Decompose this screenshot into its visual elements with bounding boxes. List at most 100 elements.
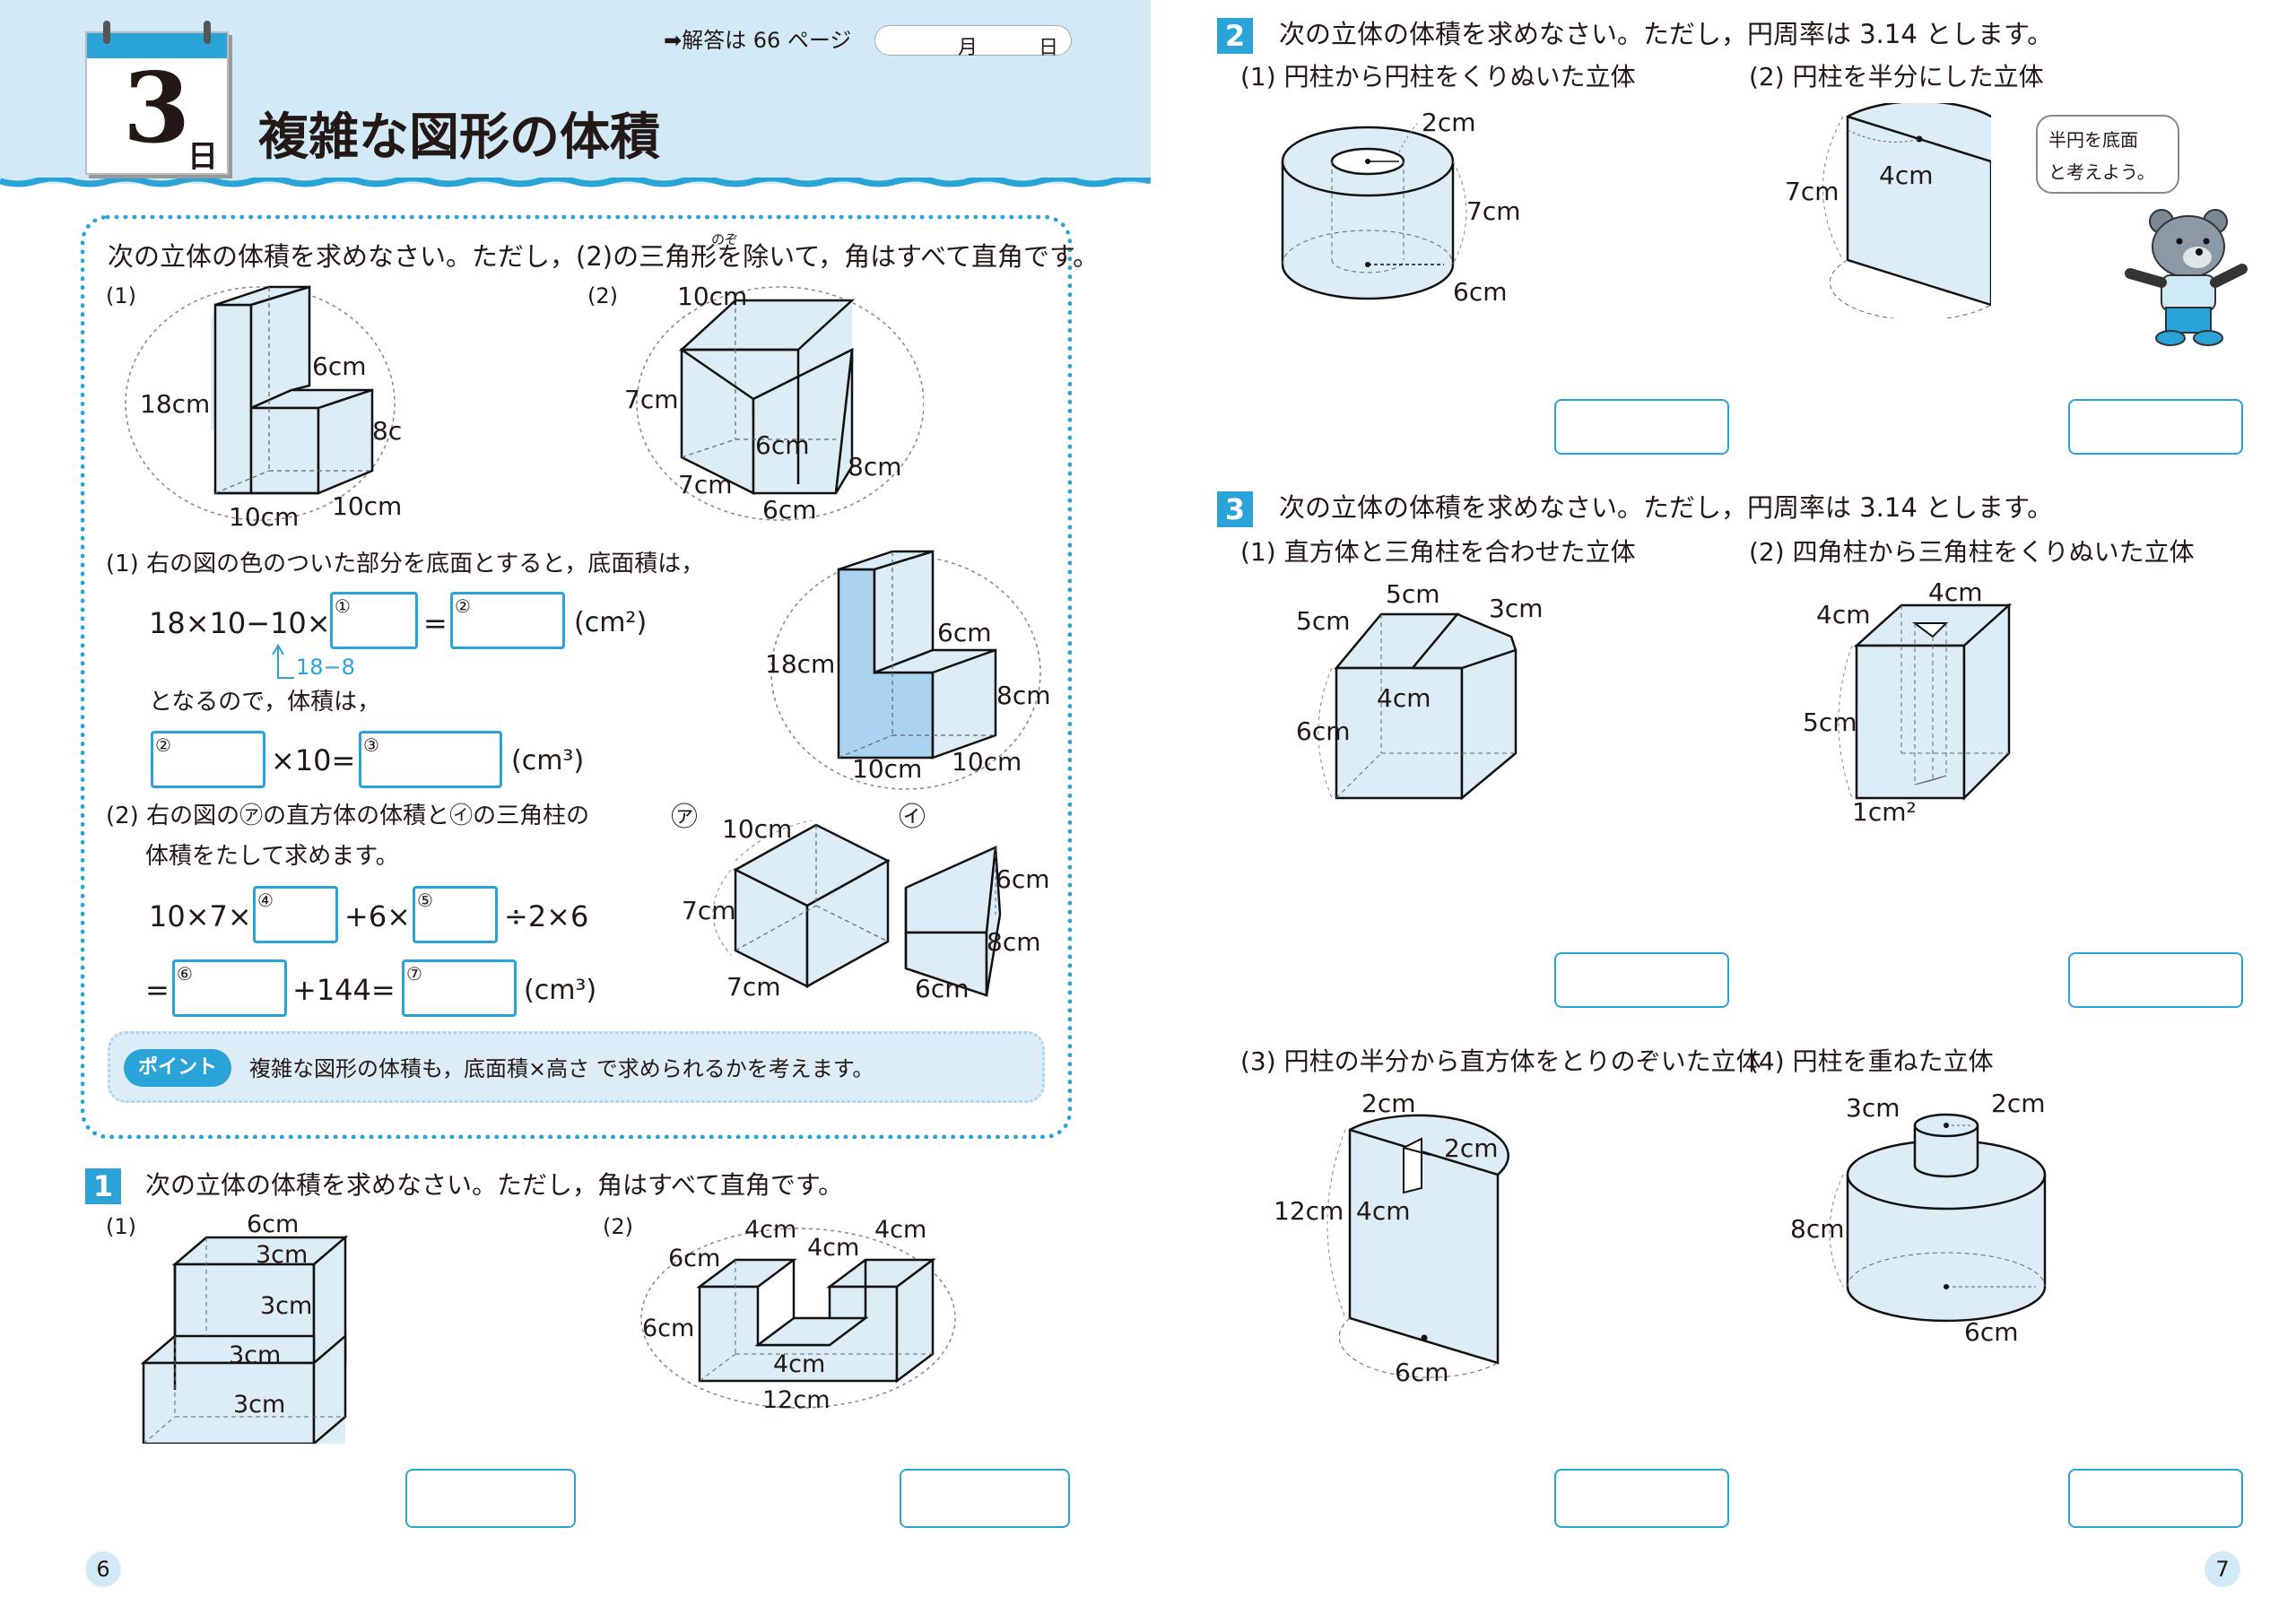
q3-number-badge: 3 [1217,491,1253,527]
dimension-label: 8cm [1790,1214,1844,1244]
answer-box-1[interactable]: ① [330,592,418,649]
q3-answer-box-2[interactable] [2068,952,2243,1008]
answer-box-4[interactable]: ④ [253,886,338,943]
header-brush-edge [0,178,1151,187]
answer-box-3[interactable]: ③ [359,731,502,788]
dimension-label: 6cm [755,430,809,460]
dimension-label: 4cm [874,1216,926,1244]
part2-plus144: +144= [292,973,396,1007]
q1-answer-box-1[interactable] [405,1469,576,1528]
q1-instruction: 次の立体の体積を求めなさい。ただし，角はすべて直角です。 [145,1170,844,1200]
label-i: ㋑ [899,802,926,833]
q3-answer-box-4[interactable] [2068,1469,2243,1528]
dimension-label: 3cm [1489,594,1543,623]
dimension-label: 5cm [1296,606,1350,636]
dimension-label: 8cm [848,452,901,482]
example-frame [81,215,1072,1139]
part2-div: ÷2×6 [504,899,589,933]
q1-part1-num: (1) [106,1214,136,1239]
ex1-dim-10a: 10cm [229,502,299,529]
example-fig1-num: (1) [106,283,136,308]
answer-box-6[interactable]: ⑥ [172,959,287,1017]
dimension-label: 2cm [1422,108,1475,137]
answer-box-7[interactable]: ⑦ [402,959,517,1017]
dimension-label: 18cm [765,649,835,679]
part1-text: (1) 右の図の色のついた部分を底面とすると，底面積は， [106,551,705,577]
answer-box-2b[interactable]: ② [151,731,265,788]
dimension-label: 7cm [682,896,735,925]
dimension-label: 5cm [1803,707,1857,737]
dimension-label: 12cm [762,1386,831,1414]
dimension-label: 7cm [1466,196,1520,226]
dimension-label: 5cm [1386,583,1439,609]
part2-formula-a: 10×7× [149,899,252,933]
dimension-label: 7cm [1785,177,1839,206]
part2-text2: 体積をたして求めます。 [145,843,399,870]
q3-part2-label: (2) 四角柱から三角柱をくりぬいた立体 [1749,537,2195,567]
dimension-label: 8cm [987,927,1040,957]
q3-part1-label: (1) 直方体と三角柱を合わせた立体 [1240,537,1636,567]
q3-fig4-stacked-cylinders: 3cm 2cm 8cm 6cm [1790,1089,2047,1347]
dimension-label: 4cm [1816,600,1870,629]
part1-eq: = [423,606,448,640]
dimension-label: 10cm [677,282,747,311]
part1-hint: 18−8 [296,655,355,680]
q3-answer-box-3[interactable] [1554,1469,1729,1528]
dimension-label: 2cm [1991,1089,2045,1118]
hint-arrow [272,644,294,679]
q3-answer-box-1[interactable] [1554,952,1729,1008]
date-field[interactable]: 月 日 [874,25,1072,59]
dimension-label: 4cm [1928,583,1982,607]
example-fig2-num: (2) [587,283,618,308]
point-badge: ポイント [124,1049,231,1087]
unit-cm3-a: (cm³) [511,745,585,777]
dimension-label: 3cm [229,1341,281,1369]
dimension-label: 3cm [233,1391,285,1419]
point-text: 複雑な図形の体積も，底面積×高さ で求められるかを考えます。 [249,1056,874,1081]
dimension-label: 6cm [996,864,1049,894]
q2-fig1-hollow-cylinder: 2cm 7cm 6cm [1281,108,1520,307]
answer-box-2a[interactable]: ② [450,592,565,649]
dimension-label: 4cm [807,1234,859,1262]
dimension-label: 7cm [678,470,732,499]
dimension-label: 6cm [915,974,969,1003]
q2-answer-box-1[interactable] [1554,399,1729,455]
example-fig1-l-prism: 18cm 6cm 8cm 10cm 10cm [125,285,404,529]
hint-speech-bubble: 半円を底面 と考えよう。 [2036,115,2179,194]
month-label: 月 [958,37,978,59]
q1-fig1-stairs: 6cm 3cm 3cm 3cm 3cm [140,1211,349,1444]
dimension-label: 4cm [1356,1196,1410,1226]
dimension-label: 6cm [1296,716,1350,746]
q2-number-badge: 2 [1217,18,1253,54]
ex1-dim-6: 6cm [312,352,366,381]
ex1-dim-18: 18cm [140,389,210,419]
day-number: 3 [123,52,191,165]
ex1-dim-8: 8cm [372,416,404,446]
page-number-left: 6 [85,1551,121,1587]
q3-part4-label: (4) 円柱を重ねた立体 [1749,1046,1994,1076]
dimension-label: 12cm [1274,1196,1344,1226]
dimension-label: 6cm [1453,277,1507,307]
dimension-label: 4cm [1879,161,1933,190]
dimension-label: 10cm [852,754,922,784]
example-cube: 10cm 7cm 7cm [682,814,891,1002]
ruby-nozo: のぞ [711,231,739,247]
dimension-label: 4cm [1377,683,1431,713]
q2-answer-box-2[interactable] [2068,399,2243,455]
q1-part2-num: (2) [603,1214,633,1239]
dimension-label: 6cm [937,618,991,647]
dimension-label: 7cm [624,385,678,414]
answer-box-5[interactable]: ⑤ [413,886,498,943]
day-label: 日 [1039,37,1059,59]
dimension-label: 3cm [256,1241,308,1269]
part2-text: (2) 右の図の㋐の直方体の体積と㋑の三角柱の [106,803,590,829]
dimension-label: 4cm [744,1216,796,1244]
ex1-dim-10b: 10cm [332,491,402,521]
example-rfig1-l-prism: 18cm 6cm 8cm 10cm 10cm [765,550,1050,790]
dimension-label: 3cm [260,1292,312,1320]
page-number-right: 7 [2205,1551,2240,1587]
q2-instruction: 次の立体の体積を求めなさい。ただし，円周率は 3.14 とします。 [1279,19,2054,49]
q1-answer-box-2[interactable] [900,1469,1070,1528]
dimension-label: 10cm [722,814,792,844]
q1-fig2-u-shape: 4cm 4cm 6cm 4cm 6cm 4cm 12cm [640,1216,956,1414]
